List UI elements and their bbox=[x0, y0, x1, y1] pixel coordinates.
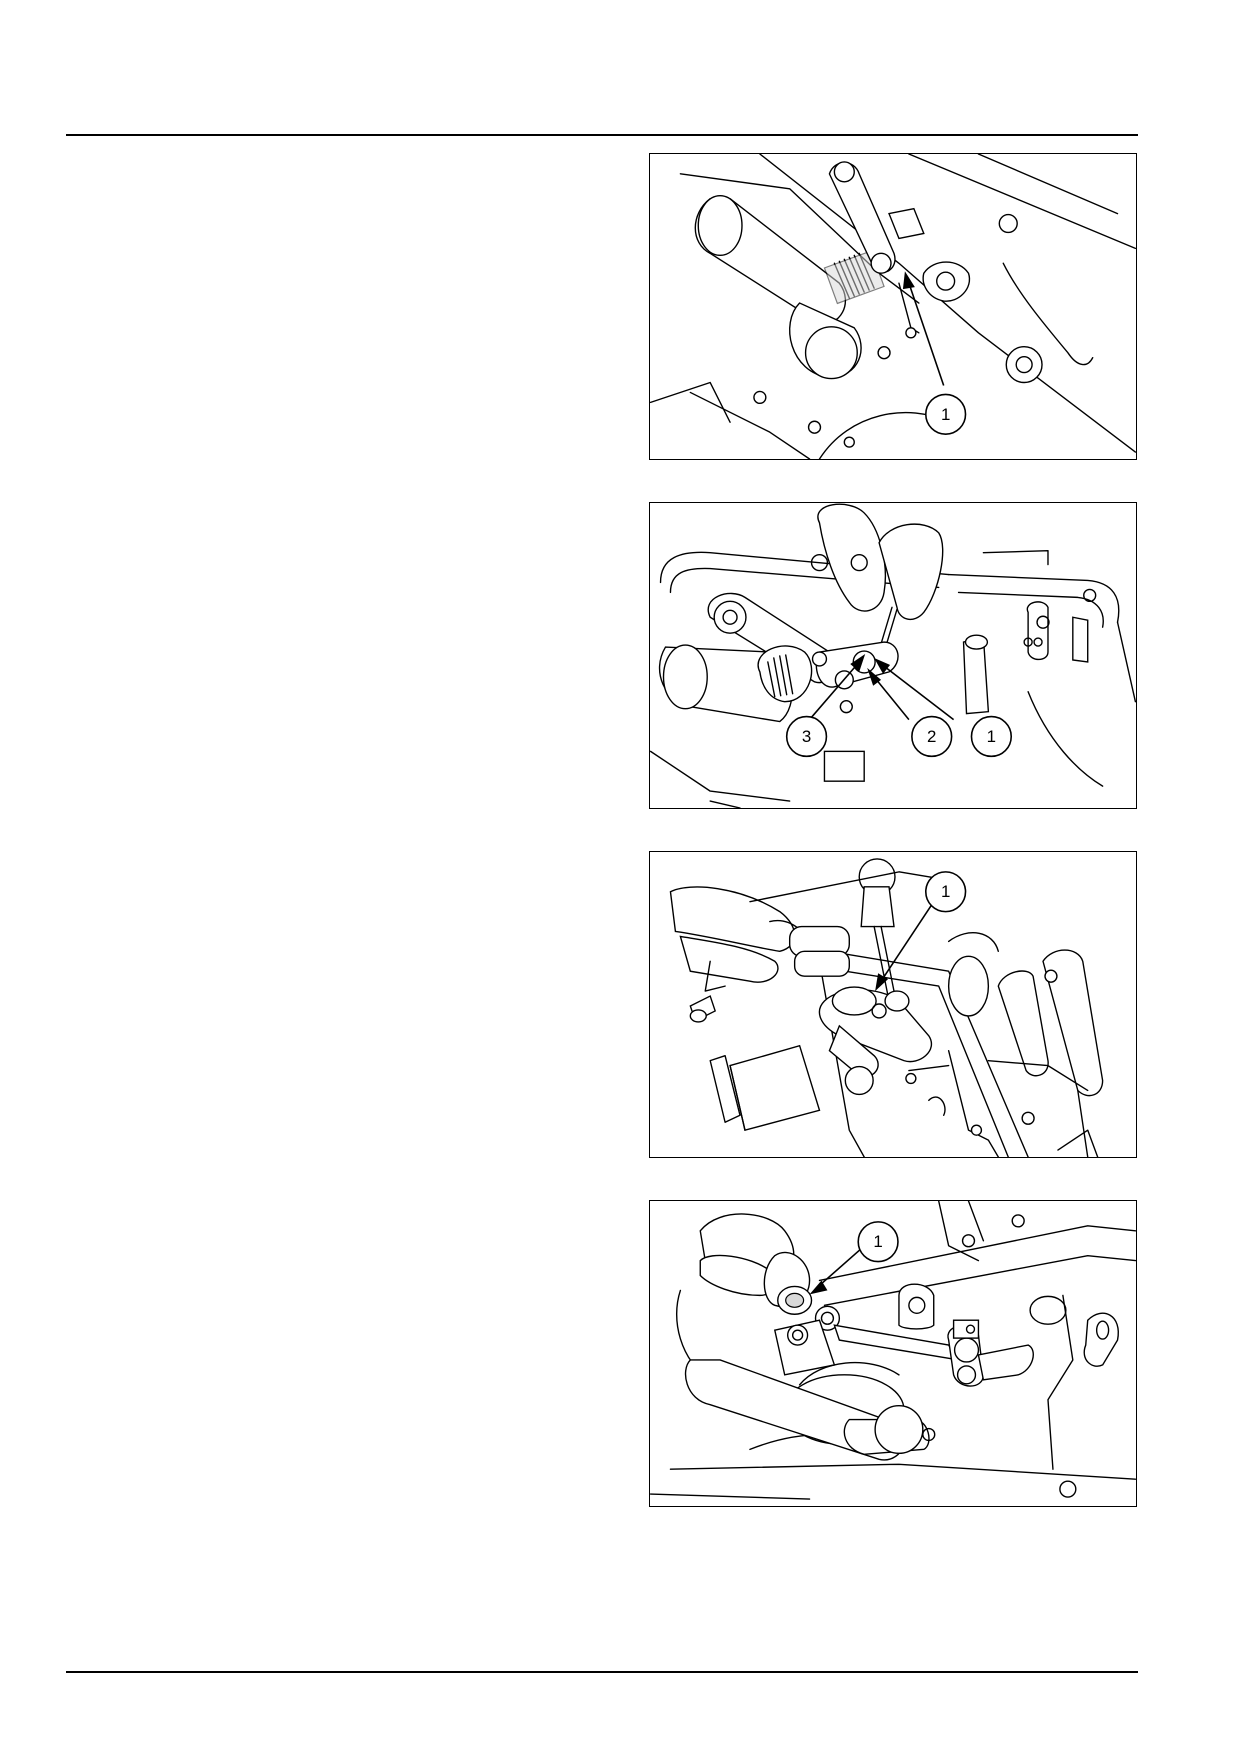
callout-1: 1 bbox=[857, 1221, 899, 1263]
figure-1-drawing: 1 bbox=[650, 154, 1136, 459]
callout-2: 2 bbox=[911, 715, 953, 758]
figure-3-drawing: 1 bbox=[669, 858, 1104, 1157]
callout-3: 3 bbox=[785, 715, 828, 758]
callout-1: 1 bbox=[970, 715, 1013, 758]
footer-rule bbox=[66, 1671, 1138, 1673]
svg-text:1: 1 bbox=[987, 727, 996, 746]
figure-4: 1 bbox=[649, 1200, 1137, 1507]
figure-2: 3 2 1 bbox=[649, 502, 1137, 809]
callout-1: 1 bbox=[924, 871, 967, 913]
callout-1: 1 bbox=[924, 393, 967, 435]
svg-text:2: 2 bbox=[927, 727, 936, 746]
figure-1: 1 bbox=[649, 153, 1137, 460]
figure-4-drawing: 1 bbox=[650, 1201, 1136, 1500]
svg-text:1: 1 bbox=[873, 1232, 882, 1251]
svg-text:1: 1 bbox=[941, 405, 950, 424]
header-rule bbox=[66, 134, 1138, 136]
svg-text:3: 3 bbox=[802, 727, 811, 746]
figure-3: 1 bbox=[649, 851, 1137, 1158]
figure-2-drawing: 3 2 1 bbox=[650, 503, 1136, 808]
svg-text:1: 1 bbox=[941, 882, 950, 901]
